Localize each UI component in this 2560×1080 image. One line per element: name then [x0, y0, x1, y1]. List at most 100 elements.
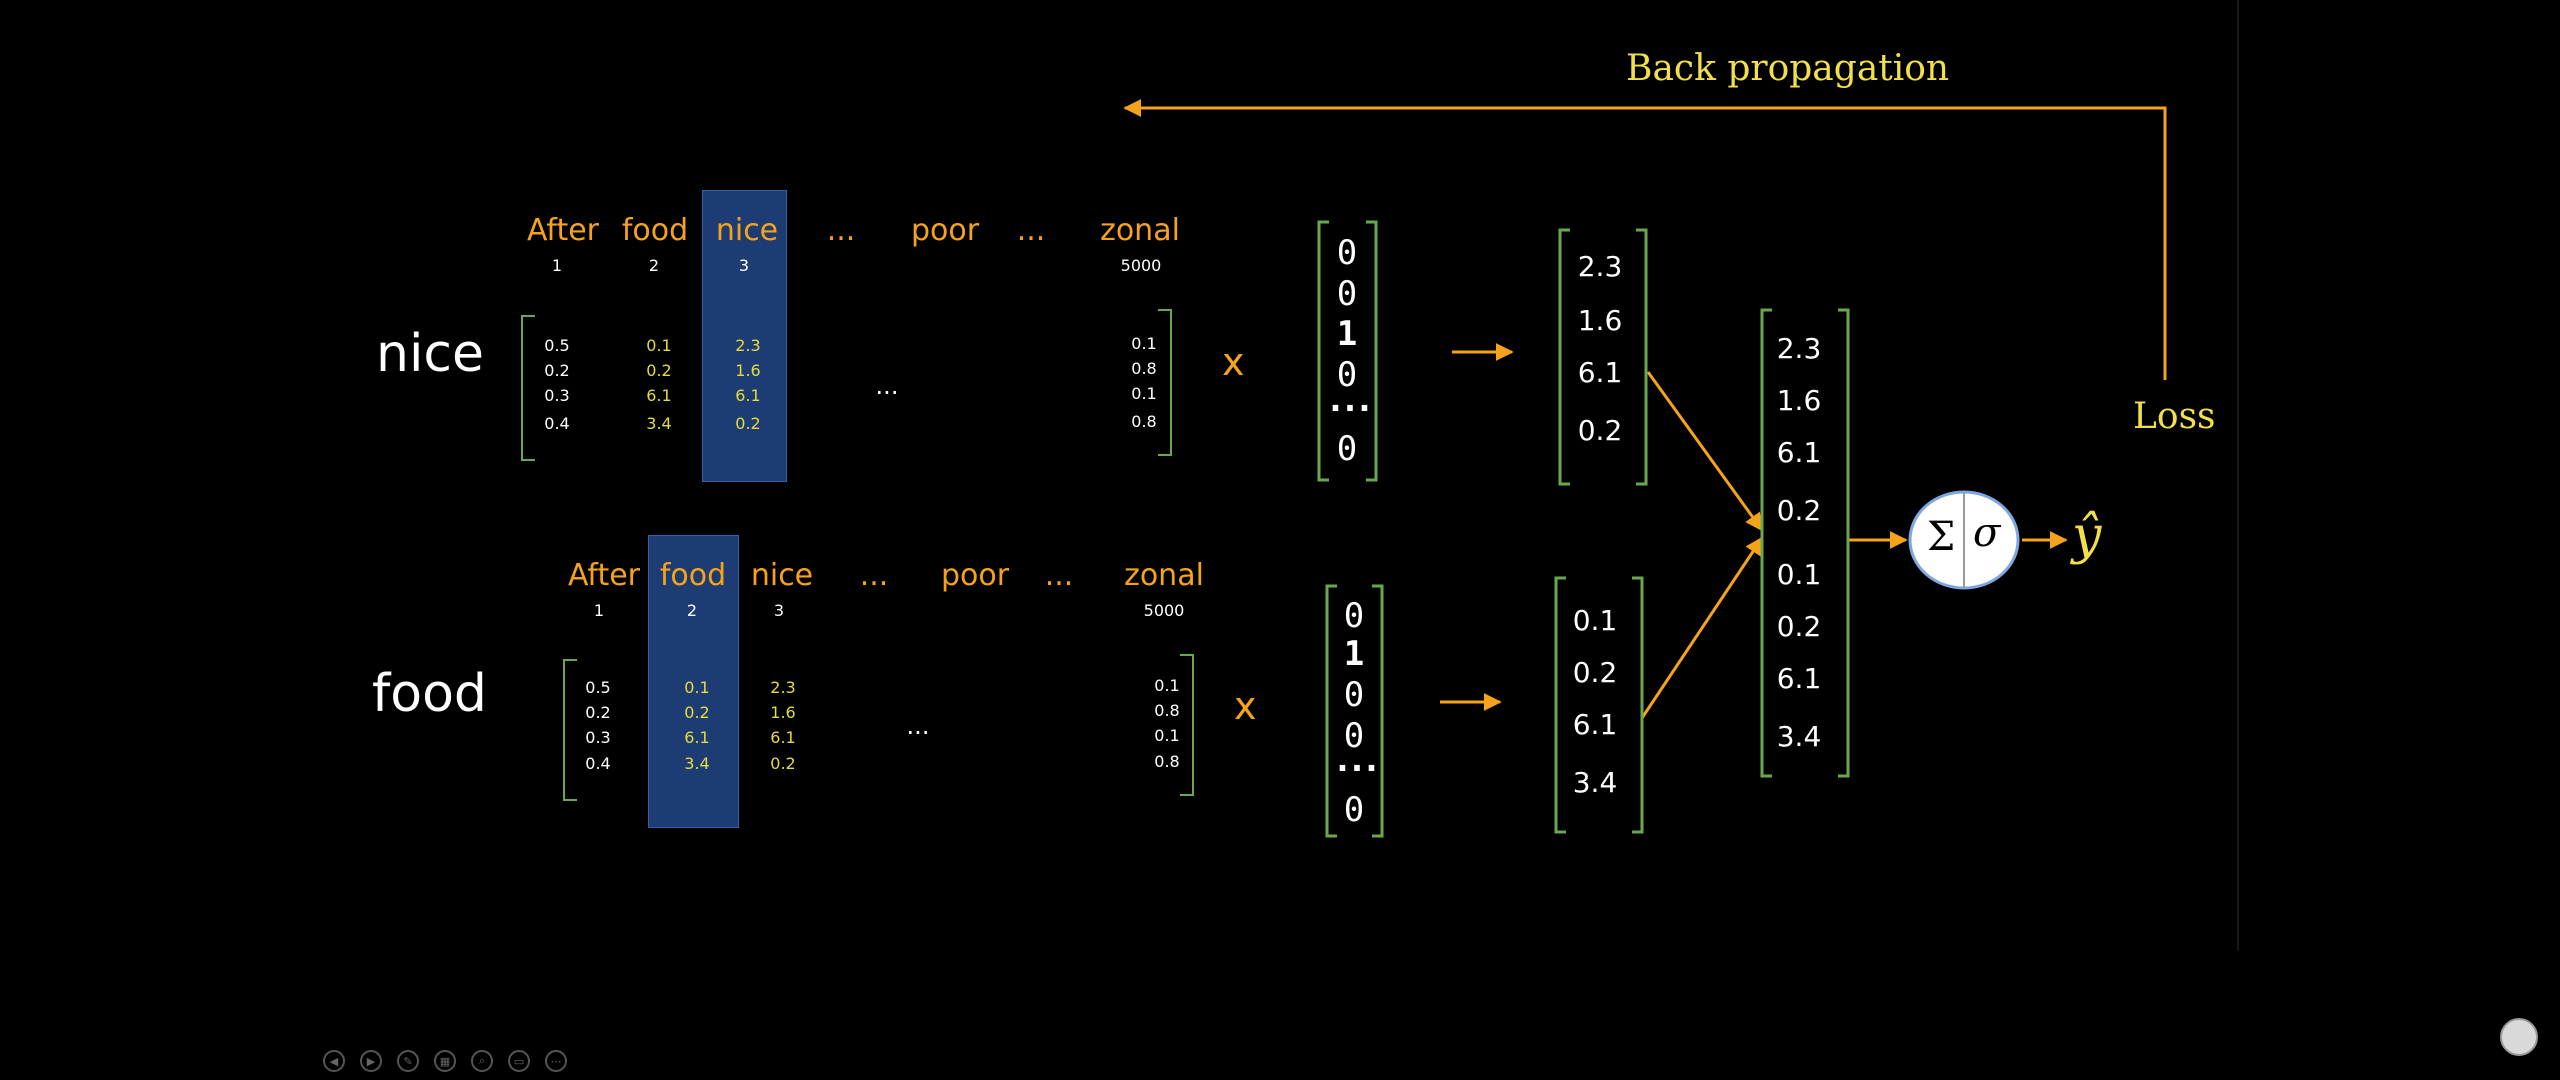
- subtitles-icon[interactable]: ▭: [508, 1050, 530, 1072]
- bottom-emb-3: 3.4: [1572, 766, 1618, 799]
- concat-6: 6.1: [1776, 662, 1822, 695]
- top-index-1: 1: [551, 256, 563, 275]
- top-index-2: 2: [648, 256, 660, 275]
- bottom-onehot-5: 0: [1343, 790, 1365, 830]
- top-emb-3: 0.2: [1577, 414, 1623, 447]
- bottom-matrix-ellipsis: ...: [906, 712, 930, 740]
- bottom-c1-r2: 0.2: [585, 703, 611, 722]
- concat-1: 1.6: [1776, 384, 1822, 417]
- top-header-ellipsis-1: ...: [826, 213, 856, 248]
- top-onehot-3: 0: [1336, 355, 1358, 395]
- backprop-arrow: [1123, 99, 2167, 380]
- bottom-times: x: [1234, 684, 1257, 728]
- slides-grid-icon[interactable]: ▦: [434, 1050, 456, 1072]
- bottom-c3-r2: 1.6: [770, 703, 796, 722]
- top-c3-r1: 2.3: [735, 336, 761, 355]
- bottom-word: food: [372, 664, 487, 724]
- top-cl-r1: 0.1: [1131, 334, 1157, 353]
- sum-symbol: Σ: [1927, 514, 1956, 560]
- bottom-emb-2: 6.1: [1572, 708, 1618, 741]
- loss-label: Loss: [2133, 396, 2216, 437]
- bottom-highlight-food-column: [648, 535, 739, 828]
- top-onehot-2: 1: [1336, 314, 1358, 354]
- top-emb-2: 6.1: [1577, 356, 1623, 389]
- more-options-icon[interactable]: ⋯: [545, 1050, 567, 1072]
- bottom-header-food: food: [659, 558, 727, 593]
- prev-slide-icon[interactable]: ◀: [323, 1050, 345, 1072]
- bottom-header-poor: poor: [940, 558, 1010, 593]
- top-highlight-nice-column: [702, 190, 787, 482]
- zoom-icon[interactable]: ⌕: [471, 1050, 493, 1072]
- top-c3-r2: 1.6: [735, 361, 761, 380]
- bottom-c1-r4: 0.4: [585, 754, 611, 773]
- bottom-index-5000: 5000: [1143, 601, 1185, 620]
- top-word: nice: [376, 324, 484, 384]
- top-onehot-0: 0: [1336, 233, 1358, 273]
- bottom-cl-r2: 0.8: [1154, 701, 1180, 720]
- top-c3-r4: 0.2: [735, 414, 761, 433]
- next-slide-icon[interactable]: ▶: [360, 1050, 382, 1072]
- top-header-nice: nice: [715, 213, 779, 248]
- top-emb-1: 1.6: [1577, 304, 1623, 337]
- top-c2-r2: 0.2: [646, 361, 672, 380]
- top-c3-r3: 6.1: [735, 386, 761, 405]
- top-header-after: After: [526, 213, 600, 248]
- concat-0: 2.3: [1776, 332, 1822, 365]
- concat-7: 3.4: [1776, 720, 1822, 753]
- top-index-5000: 5000: [1120, 256, 1162, 275]
- concat-2: 6.1: [1776, 436, 1822, 469]
- bottom-header-ellipsis-1: ...: [859, 558, 889, 593]
- bottom-header-after: After: [567, 558, 641, 593]
- top-c1-r2: 0.2: [544, 361, 570, 380]
- bottom-index-1: 1: [593, 601, 605, 620]
- bottom-onehot-4: ...: [1332, 740, 1381, 780]
- top-c2-r4: 3.4: [646, 414, 672, 433]
- top-onehot-4: ...: [1325, 380, 1374, 420]
- bottom-cl-r3: 0.1: [1154, 726, 1180, 745]
- arrow-bottom-emb-to-concat: [1640, 536, 1764, 719]
- arrow-top-emb-to-concat: [1646, 371, 1764, 532]
- top-index-3: 3: [738, 256, 750, 275]
- pen-icon[interactable]: ✎: [397, 1050, 419, 1072]
- top-header-zonal: zonal: [1100, 213, 1180, 248]
- bottom-c2-r1: 0.1: [684, 678, 710, 697]
- concat-3: 0.2: [1776, 494, 1822, 527]
- top-times: x: [1222, 340, 1245, 384]
- top-cl-r3: 0.1: [1131, 384, 1157, 403]
- bottom-onehot-0: 0: [1343, 596, 1365, 636]
- top-onehot-5: 0: [1336, 429, 1358, 469]
- bottom-c1-r1: 0.5: [585, 678, 611, 697]
- top-onehot-1: 0: [1336, 274, 1358, 314]
- top-c1-r3: 0.3: [544, 386, 570, 405]
- yhat-output: ŷ: [2072, 506, 2102, 566]
- top-header-ellipsis-2: ...: [1016, 213, 1046, 248]
- concat-4: 0.1: [1776, 558, 1822, 591]
- top-header-poor: poor: [910, 213, 980, 248]
- top-c2-r1: 0.1: [646, 336, 672, 355]
- bottom-emb-0: 0.1: [1572, 604, 1618, 637]
- channel-logo-icon: [2500, 1018, 2538, 1056]
- bottom-c2-r2: 0.2: [684, 703, 710, 722]
- bottom-header-ellipsis-2: ...: [1044, 558, 1074, 593]
- bottom-header-zonal: zonal: [1124, 558, 1204, 593]
- bottom-emb-1: 0.2: [1572, 656, 1618, 689]
- top-emb-0: 2.3: [1577, 250, 1623, 283]
- top-c1-r4: 0.4: [544, 414, 570, 433]
- top-c2-r3: 6.1: [646, 386, 672, 405]
- bottom-onehot-2: 0: [1343, 675, 1365, 715]
- bottom-c3-r3: 6.1: [770, 728, 796, 747]
- top-cl-r4: 0.8: [1131, 412, 1157, 431]
- bottom-c3-r4: 0.2: [770, 754, 796, 773]
- sigma-symbol: σ: [1973, 510, 2001, 556]
- backprop-label: Back propagation: [1626, 48, 1950, 89]
- bottom-cl-r4: 0.8: [1154, 752, 1180, 771]
- bottom-index-3: 3: [773, 601, 785, 620]
- bottom-onehot-1: 1: [1343, 634, 1365, 674]
- bottom-c1-r3: 0.3: [585, 728, 611, 747]
- bottom-c3-r1: 2.3: [770, 678, 796, 697]
- top-header-food: food: [621, 213, 689, 248]
- bottom-index-2: 2: [686, 601, 698, 620]
- bottom-c2-r4: 3.4: [684, 754, 710, 773]
- bottom-onehot-3: 0: [1343, 716, 1365, 756]
